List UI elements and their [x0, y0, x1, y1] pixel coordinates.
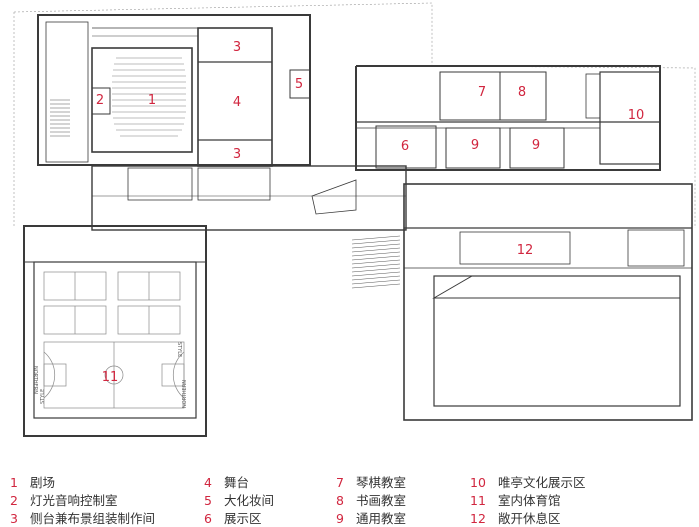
entry-plaza	[311, 179, 357, 215]
room-number-2: 2	[96, 93, 104, 108]
legend-item-5: 5 大化妆间	[204, 490, 274, 509]
room-number-7: 7	[478, 85, 486, 100]
room-number-3-bottom: 3	[233, 147, 241, 162]
legend-number: 5	[204, 493, 212, 508]
legend-item-9: 9 通用教室	[336, 508, 406, 527]
legend-number: 2	[10, 493, 18, 508]
legend-number: 4	[204, 475, 212, 490]
court-mark-2: STYLE	[40, 389, 46, 404]
stair-theatre	[50, 99, 70, 137]
legend-number: 7	[336, 475, 344, 490]
legend-item-3: 3 侧台兼布景组装制作间	[10, 508, 155, 527]
room-number-5: 5	[295, 77, 303, 92]
lower-right-block	[403, 183, 693, 421]
room-number-9-right: 9	[532, 138, 540, 153]
legend-label: 灯光音响控制室	[30, 493, 118, 508]
room-number-4: 4	[233, 95, 241, 110]
legend-item-6: 6 展示区	[204, 508, 262, 527]
legend-label: 大化妆间	[224, 493, 275, 508]
legend-label: 琴棋教室	[356, 475, 407, 490]
room-number-1: 1	[148, 93, 156, 108]
legend-label: 通用教室	[356, 511, 407, 526]
court-mark-3: STYLE	[176, 342, 182, 357]
legend-label: 舞台	[224, 475, 250, 490]
seating-rows	[112, 57, 186, 137]
legend-label: 侧台兼布景组装制作间	[30, 511, 156, 526]
badminton-courts	[43, 271, 181, 335]
site-boundary	[13, 2, 696, 228]
room-number-10: 10	[628, 108, 645, 123]
room-number-3-top: 3	[233, 40, 241, 55]
room-number-12: 12	[517, 243, 534, 258]
legend-item-1: 1 剧场	[10, 472, 55, 491]
legend-item-11: 11 室内体育馆	[470, 490, 561, 509]
legend-number: 9	[336, 511, 344, 526]
room-number-11: 11	[102, 370, 119, 385]
legend-number: 1	[10, 475, 18, 490]
legend-number: 12	[470, 511, 486, 526]
lower-right-roof	[432, 275, 681, 299]
legend-item-10: 10 唯亭文化展示区	[470, 472, 586, 491]
gym-block	[23, 225, 207, 437]
room-number-6: 6	[401, 139, 409, 154]
legend-number: 11	[470, 493, 486, 508]
legend-label: 展示区	[224, 511, 262, 526]
legend-number: 6	[204, 511, 212, 526]
connector-block	[91, 165, 407, 231]
grand-stair	[351, 235, 401, 289]
legend-number: 8	[336, 493, 344, 508]
legend-number: 10	[470, 475, 486, 490]
legend-item-12: 12 敞开休息区	[470, 508, 561, 527]
legend-item-2: 2 灯光音响控制室	[10, 490, 118, 509]
legend-number: 3	[10, 511, 18, 526]
room-number-8: 8	[518, 85, 526, 100]
theatre-block	[37, 14, 311, 167]
court-mark-1: NORTHERN	[32, 366, 38, 394]
classroom-wing	[355, 65, 661, 171]
legend-label: 敞开休息区	[498, 511, 561, 526]
legend-label: 书画教室	[356, 493, 407, 508]
room-number-9-left: 9	[471, 138, 479, 153]
basketball-court	[43, 341, 185, 409]
legend-label: 唯亭文化展示区	[498, 475, 586, 490]
legend-label: 室内体育馆	[498, 493, 561, 508]
court-mark-4: NORTHERN	[182, 380, 188, 408]
legend-label: 剧场	[30, 475, 56, 490]
legend-item-8: 8 书画教室	[336, 490, 406, 509]
legend-item-7: 7 琴棋教室	[336, 472, 406, 491]
floor-plan: NORTHERN STYLE STYLE NORTHERN 1 2 3 4 5 …	[13, 2, 696, 437]
legend-item-4: 4 舞台	[204, 472, 249, 491]
